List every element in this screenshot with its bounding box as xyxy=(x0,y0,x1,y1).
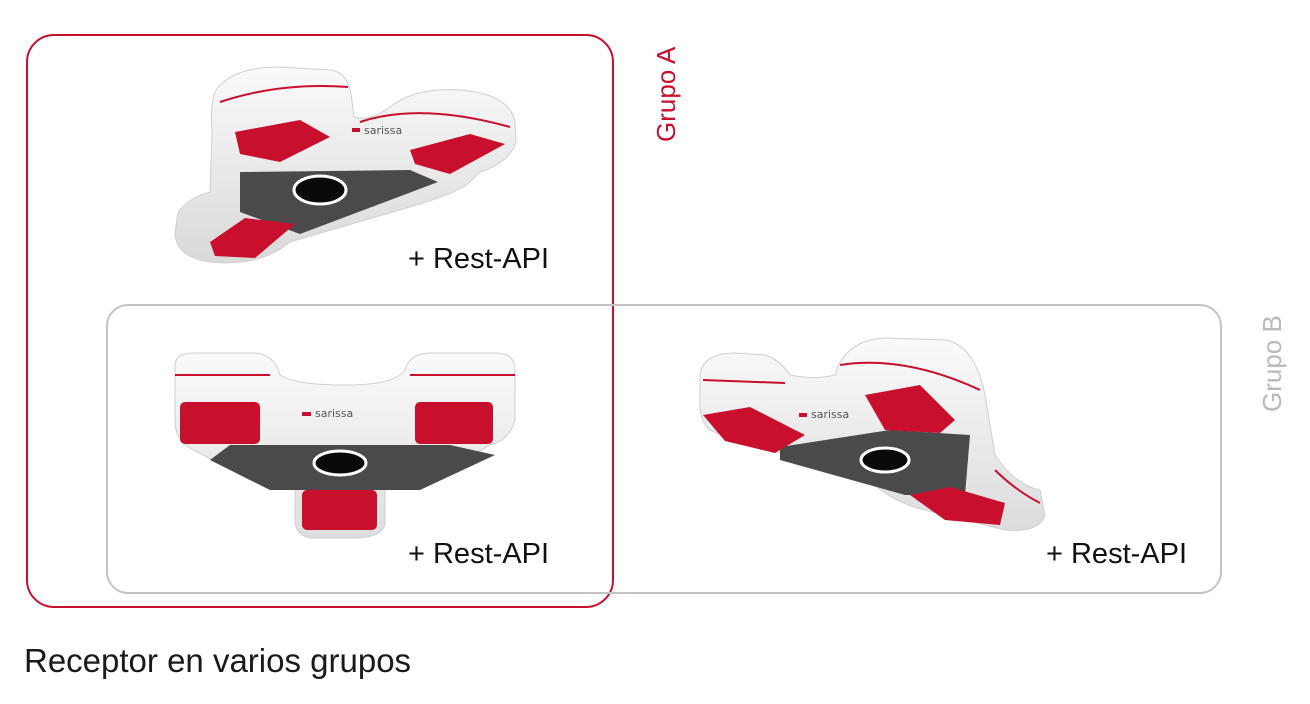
group-a-frame xyxy=(26,34,614,608)
sensor-lens-2 xyxy=(312,449,368,477)
rest-api-label-3: + Rest-API xyxy=(1046,538,1188,570)
group-b-frame xyxy=(106,304,1222,594)
figure-caption: Receptor en varios grupos xyxy=(24,642,412,679)
receiver-device-2: sarissa xyxy=(174,352,516,539)
brand-logo-3: sarissa xyxy=(811,408,849,421)
group-b-label: Grupo B xyxy=(1257,315,1287,412)
brand-logo-2: sarissa xyxy=(315,407,353,420)
brand-logo-1: sarissa xyxy=(364,124,402,137)
group-a-label: Grupo A xyxy=(651,46,681,142)
receiver-device-3: sarissa xyxy=(699,337,1046,531)
sensor-lens-3 xyxy=(859,446,911,474)
rest-api-label-1: + Rest-API xyxy=(408,243,550,275)
sensor-lens-1 xyxy=(292,174,348,206)
rest-api-label-2: + Rest-API xyxy=(408,538,550,570)
receiver-device-1: sarissa xyxy=(174,66,517,264)
